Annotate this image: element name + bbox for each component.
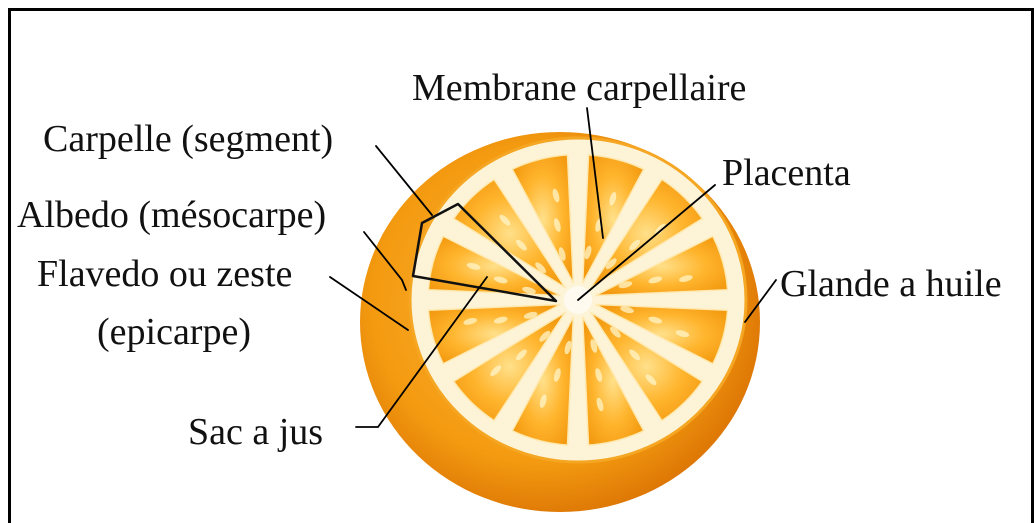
label-sac-a-jus: Sac a jus xyxy=(188,410,323,454)
label-albedo: Albedo (mésocarpe) xyxy=(17,193,326,237)
label-glande-a-huile: Glande a huile xyxy=(780,262,1002,306)
label-carpelle: Carpelle (segment) xyxy=(43,117,333,161)
label-placenta: Placenta xyxy=(722,151,851,195)
label-membrane-carpellaire: Membrane carpellaire xyxy=(412,66,746,110)
label-flavedo: Flavedo ou zeste xyxy=(37,252,292,296)
label-epicarpe: (epicarpe) xyxy=(97,310,251,354)
